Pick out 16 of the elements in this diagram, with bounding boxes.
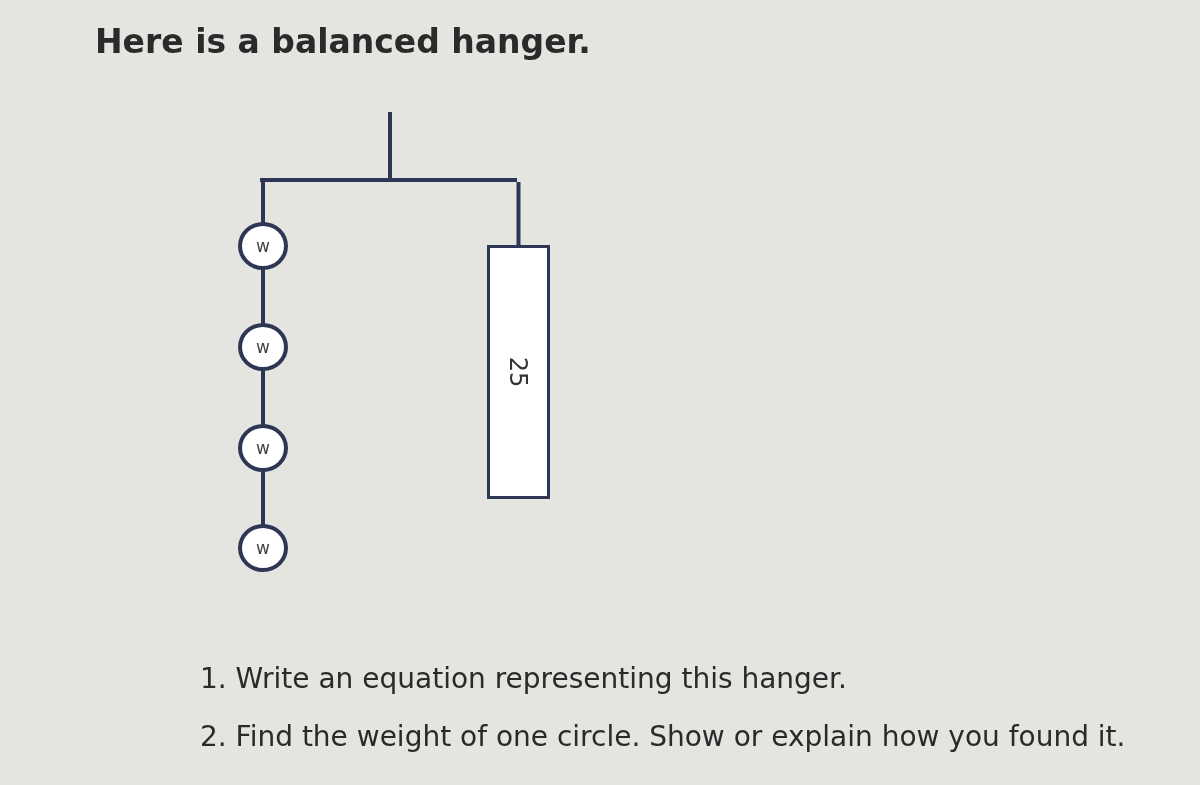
hanger-bar bbox=[258, 112, 519, 184]
weight-circle bbox=[238, 524, 288, 572]
weight-value: 25 bbox=[504, 356, 533, 388]
connector-line bbox=[516, 182, 521, 246]
weight-rectangle bbox=[487, 245, 550, 499]
weight-letter: w bbox=[256, 337, 270, 357]
connector-line bbox=[261, 182, 265, 223]
title-text: Here is a balanced hanger. bbox=[95, 22, 591, 61]
weight-letter: w bbox=[256, 438, 270, 458]
question-text: 1. Write an equation representing this hanger. bbox=[200, 662, 847, 695]
question-text: 2. Find the weight of one circle. Show or explain how you found it. bbox=[200, 720, 1126, 753]
weight-letter: w bbox=[256, 236, 270, 256]
connector-line bbox=[261, 268, 265, 324]
weight-letter: w bbox=[256, 538, 270, 558]
connector-line bbox=[261, 369, 265, 425]
connector-line bbox=[261, 470, 265, 525]
